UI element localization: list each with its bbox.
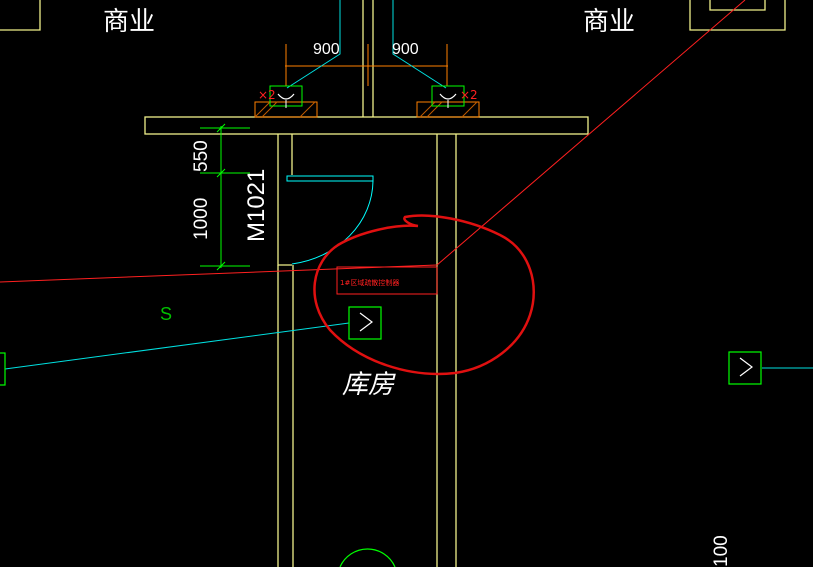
svg-text:×2: ×2 <box>258 88 276 102</box>
dimension-text-vertical-lower: 1000 <box>191 198 212 240</box>
dimension-tick-mid <box>216 168 226 178</box>
callout-text: 1#区域疏散控制器 <box>340 278 399 287</box>
markup-circle <box>313 214 535 376</box>
door-tag: M1021 <box>243 169 270 242</box>
pipe-s-left <box>4 322 350 370</box>
redline-diagonal <box>436 0 746 266</box>
symbol-s-box-center[interactable] <box>348 306 382 340</box>
pipe-left <box>286 0 341 89</box>
dimension-text-bottom-right: 100 <box>711 535 732 567</box>
fixture-left: ×2 <box>254 85 318 118</box>
symbol-s-box-left-partial[interactable] <box>0 352 6 386</box>
room-label-shop-right: 商业 <box>583 7 635 37</box>
wall-corner-top-right-inner <box>709 0 766 11</box>
symbol-bottom-partial <box>339 548 396 567</box>
room-label-storage: 库房 <box>342 370 396 400</box>
door-leaf <box>286 175 374 182</box>
dimension-text-vertical-upper: 550 <box>191 140 212 172</box>
wall-corner-top-left <box>0 0 41 31</box>
redline-horizontal <box>0 264 438 283</box>
dimension-tick-top <box>216 123 226 133</box>
fixture-right: ×2 <box>416 85 480 118</box>
svg-text:×2: ×2 <box>460 88 478 102</box>
dimension-text-top-left: 900 <box>313 41 340 58</box>
callout-box <box>336 266 438 295</box>
symbol-s-box-right[interactable] <box>728 351 762 385</box>
room-label-shop-left: 商业 <box>103 7 155 37</box>
dimension-text-top-right: 900 <box>392 41 419 58</box>
dimension-tick-bottom <box>216 261 226 271</box>
door-swing-arc <box>291 180 374 265</box>
wall-corner-top-right <box>689 0 786 31</box>
pipe-right <box>392 0 447 89</box>
symbol-letter-s: S <box>160 304 172 324</box>
wall-slab <box>144 116 589 135</box>
